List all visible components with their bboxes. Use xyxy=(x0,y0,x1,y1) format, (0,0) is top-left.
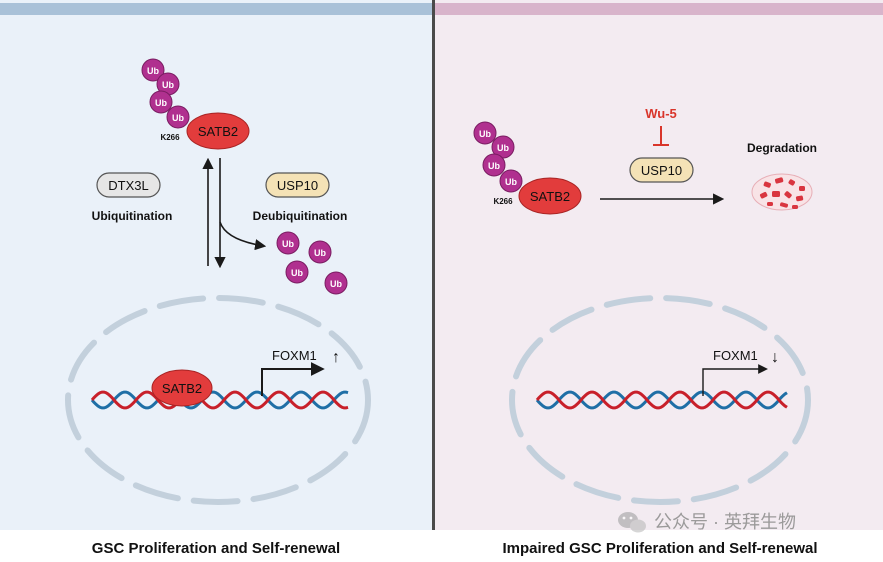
svg-text:Ub: Ub xyxy=(479,129,491,139)
right-panel xyxy=(435,0,883,530)
ubiquitin-bead: Ub xyxy=(473,121,497,145)
down-arrow: ↓ xyxy=(771,349,779,366)
dtx3l-enzyme xyxy=(96,172,161,198)
up-arrow: ↑ xyxy=(332,349,340,366)
satb2-label: SATB2 xyxy=(198,124,238,139)
ubiquitin-bead: Ub xyxy=(308,240,332,264)
ub-release-arrow xyxy=(219,221,267,251)
left-caption: GSC Proliferation and Self-renewal xyxy=(92,540,340,557)
usp10-label: USP10 xyxy=(277,178,318,193)
svg-text:Ub: Ub xyxy=(291,268,303,278)
svg-text:Ub: Ub xyxy=(282,239,294,249)
usp10-label-right: USP10 xyxy=(641,163,682,178)
ubiquitin-chain-left: Ub Ub Ub Ub xyxy=(141,58,190,129)
ubiquitin-bead: Ub xyxy=(499,169,523,193)
svg-text:Ub: Ub xyxy=(505,177,517,187)
nucleus-envelope-left xyxy=(65,295,371,505)
right-caption: Impaired GSC Proliferation and Self-rene… xyxy=(502,540,817,557)
svg-text:Ub: Ub xyxy=(330,279,342,289)
k266-site-label-right: K266 xyxy=(493,197,513,206)
svg-text:Ub: Ub xyxy=(314,248,326,258)
ubiquitin-bead: Ub xyxy=(141,58,165,82)
svg-text:Ub: Ub xyxy=(497,143,509,153)
svg-text:Ub: Ub xyxy=(147,66,159,76)
ubiquitin-bead: Ub xyxy=(166,105,190,129)
left-panel xyxy=(0,0,433,530)
svg-text:Ub: Ub xyxy=(155,98,167,108)
nucleus-envelope-right xyxy=(509,295,811,505)
foxm1-label-left: FOXM1 xyxy=(272,348,317,363)
svg-text:Ub: Ub xyxy=(162,80,174,90)
ubiquitin-bead: Ub xyxy=(324,271,348,295)
deubiquitination-label: Deubiquitination xyxy=(253,209,348,223)
ubiquitination-label: Ubiquitination xyxy=(92,209,173,223)
satb2-protein-right xyxy=(518,177,582,215)
foxm1-label-right: FOXM1 xyxy=(713,348,758,363)
ubiquitin-bead: Ub xyxy=(482,153,506,177)
panel-divider xyxy=(432,0,435,530)
dtx3l-label: DTX3L xyxy=(108,178,148,193)
usp10-enzyme xyxy=(265,172,330,198)
degradation-label: Degradation xyxy=(747,141,817,155)
satb2-protein xyxy=(186,112,250,150)
degraded-protein-fragments xyxy=(751,173,813,211)
satb2-label-right: SATB2 xyxy=(530,189,570,204)
released-ubiquitins: Ub Ub Ub Ub xyxy=(276,231,348,295)
ubiquitin-bead: Ub xyxy=(285,260,309,284)
svg-text:Ub: Ub xyxy=(172,113,184,123)
ubiquitin-bead: Ub xyxy=(149,90,173,114)
right-panel-top-bar xyxy=(435,3,883,15)
usp10-enzyme-right xyxy=(629,157,694,183)
ubiquitin-bead: Ub xyxy=(276,231,300,255)
svg-text:Ub: Ub xyxy=(488,161,500,171)
dna-helix-left xyxy=(90,390,349,410)
dna-helix-right xyxy=(535,390,788,410)
satb2-bound-dna xyxy=(151,369,213,407)
satb2-nuclear-label: SATB2 xyxy=(162,381,202,396)
watermark-text: 公众号 · 英拜生物 xyxy=(654,512,796,532)
transcription-arrow-left xyxy=(261,362,325,396)
transcription-arrow-right xyxy=(702,364,768,396)
left-panel-top-bar xyxy=(0,3,433,15)
wechat-icon xyxy=(618,512,646,533)
ubiquitin-chain-right: Ub Ub Ub Ub xyxy=(473,121,523,193)
k266-site-label: K266 xyxy=(160,133,180,142)
wu5-label: Wu-5 xyxy=(645,106,677,121)
